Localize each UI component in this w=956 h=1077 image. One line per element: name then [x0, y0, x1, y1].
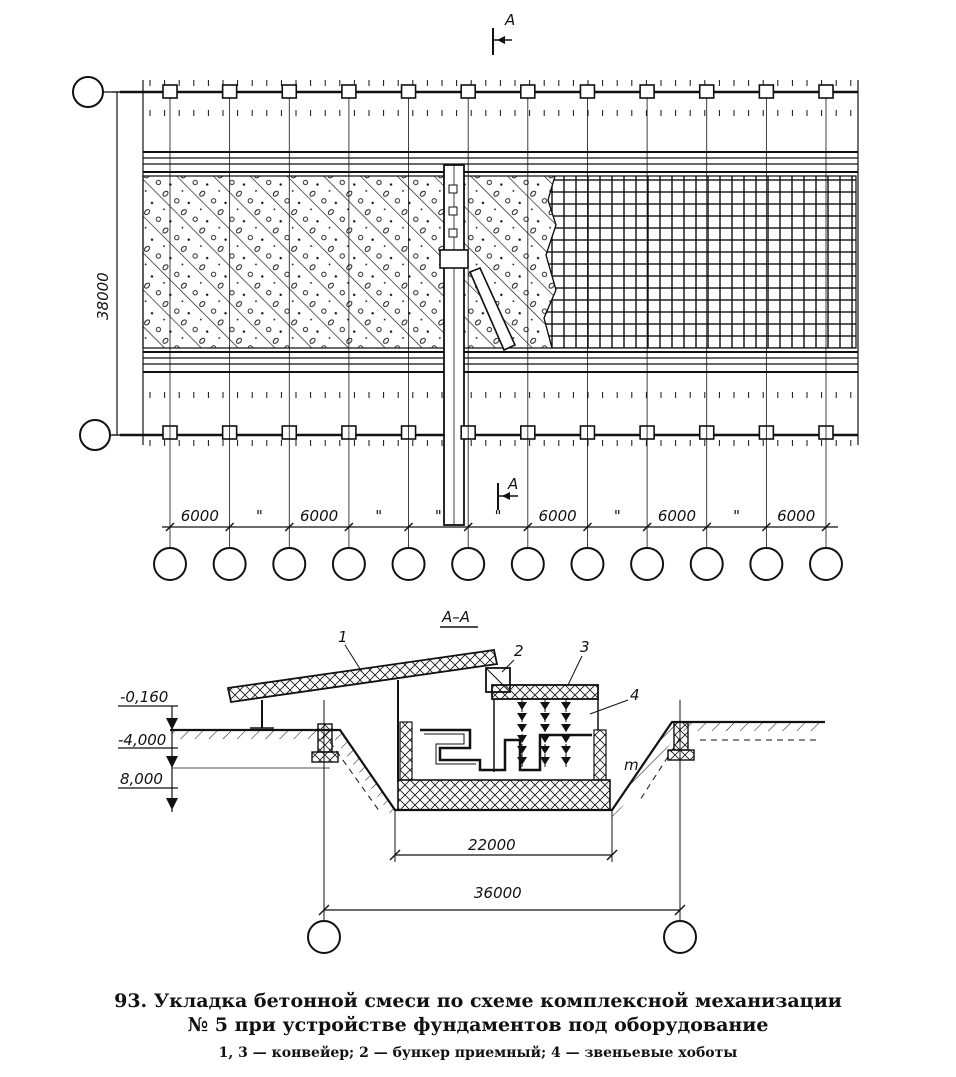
callouts: 1 2 3 4 m	[338, 628, 640, 774]
row-axis-circle	[72, 76, 104, 108]
column-footing-right	[667, 721, 695, 761]
axis-circle	[570, 547, 605, 581]
section-label-top: A	[504, 11, 515, 29]
span-dimension: 6000	[300, 507, 338, 525]
column-mark	[758, 84, 775, 99]
span-dimension: "	[495, 507, 502, 525]
reinforcement-mesh	[543, 175, 857, 349]
figure-title: 93. Укладка бетонной смеси по схеме комп…	[114, 990, 842, 1012]
rail-track-top	[143, 151, 858, 173]
axis-circle	[331, 547, 366, 581]
span-dimensions: 6000 " 6000 " " " 6000 " 6000 " 6000	[165, 507, 831, 532]
level-4000: -4,000	[118, 731, 166, 749]
span-dimension: 6000	[181, 507, 219, 525]
figure-title-line2: № 5 при устройстве фундаментов под обору…	[187, 1014, 769, 1036]
column-mark	[281, 84, 298, 99]
pit-width-dimension: 22000	[389, 810, 618, 862]
span-dimension: "	[733, 507, 740, 525]
span-dimension: 6000	[539, 507, 577, 525]
span-dimension: "	[375, 507, 382, 525]
scale-ticks	[149, 80, 852, 446]
axis-circles	[153, 547, 843, 581]
plan-view: A	[72, 11, 859, 581]
axis-span-dimension: 36000	[307, 700, 697, 954]
axis-circle	[212, 547, 247, 581]
section-view: А–А	[118, 608, 825, 954]
plan-width-dimension: 38000	[94, 91, 122, 436]
axis-circle	[689, 547, 724, 581]
callout-1: 1	[338, 628, 348, 646]
section-mark-top: A	[492, 11, 515, 55]
axis-lines	[169, 98, 827, 548]
column-mark	[400, 84, 417, 99]
column-mark	[341, 84, 357, 99]
rail-track-bottom	[143, 351, 858, 373]
span-dimension: "	[614, 507, 621, 525]
level-0160: -0,160	[120, 688, 168, 706]
slope-mark: m	[624, 756, 639, 774]
column-marks-top	[162, 84, 834, 99]
span-dimension: 6000	[658, 507, 696, 525]
axis-circle	[809, 547, 843, 581]
dimension-36000: 36000	[474, 884, 522, 902]
callout-3: 3	[580, 638, 590, 656]
level-marks: -0,160 -4,000 8,000	[118, 688, 330, 812]
column-marks-bottom	[162, 425, 834, 440]
column-mark	[520, 84, 536, 99]
column-mark	[579, 84, 596, 99]
section-axis-circle-right	[663, 920, 697, 954]
callout-2: 2	[514, 642, 524, 660]
axis-circle	[153, 547, 187, 581]
axis-circle	[510, 547, 545, 581]
foundation-slab	[397, 779, 611, 811]
equipment-formwork	[420, 728, 592, 772]
row-axis-circle	[79, 419, 111, 451]
section-title: А–А	[441, 608, 470, 626]
axis-circle	[749, 547, 784, 581]
dimension-38000: 38000	[94, 272, 112, 320]
column-mark	[639, 84, 655, 99]
column-mark	[460, 84, 476, 99]
column-mark	[221, 84, 238, 99]
span-dimension: 6000	[777, 507, 815, 525]
span-dimension: "	[256, 507, 263, 525]
axis-circle	[451, 547, 486, 581]
section-axis-circle-left	[307, 920, 341, 954]
inclined-conveyor	[226, 648, 499, 782]
figure-legend: 1, 3 — конвейер; 2 — бункер приемный; 4 …	[218, 1045, 738, 1061]
axis-circle	[272, 547, 307, 581]
axis-circle	[391, 547, 426, 581]
telescopic-trunks	[517, 699, 571, 768]
section-label-bottom: A	[507, 475, 518, 493]
axis-circle	[630, 547, 665, 581]
callout-4: 4	[630, 686, 640, 704]
level-8000: 8,000	[120, 770, 163, 788]
column-mark	[698, 84, 715, 99]
column-mark	[162, 84, 178, 99]
span-dimension: "	[435, 507, 442, 525]
column-mark	[818, 84, 834, 99]
conveyor-plan	[439, 164, 517, 526]
section-mark-bottom: A	[497, 475, 518, 510]
column-footing-left	[311, 723, 339, 763]
dimension-22000: 22000	[468, 836, 516, 854]
